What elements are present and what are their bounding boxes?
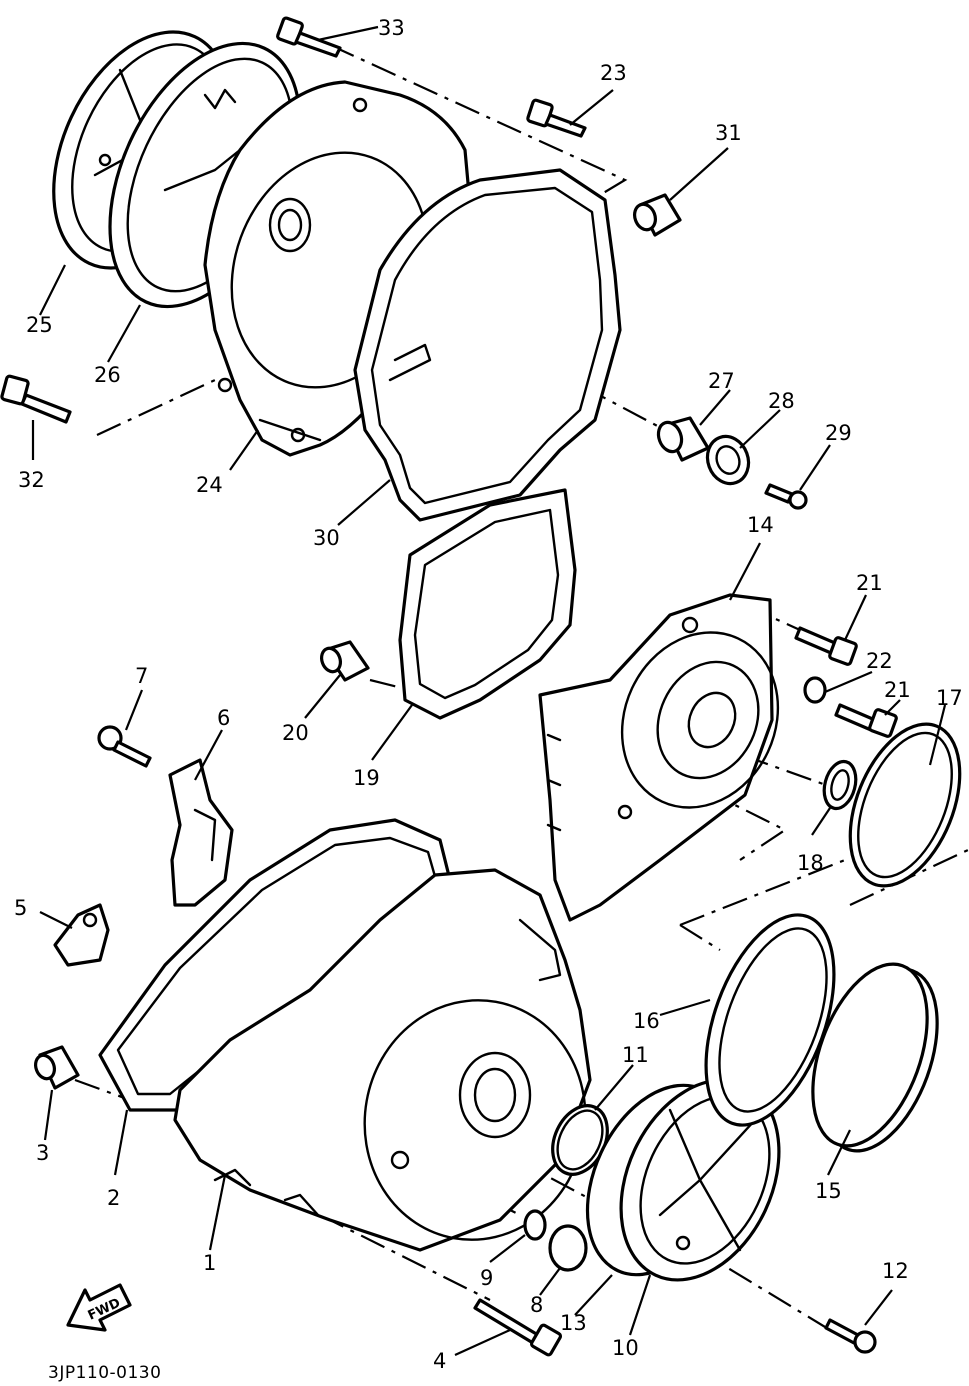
callout-15: 15 bbox=[815, 1179, 842, 1203]
document-code: 3JP110-0130 bbox=[48, 1363, 161, 1383]
part-14-cover bbox=[538, 593, 780, 922]
part-18-oil-seal bbox=[822, 759, 858, 811]
callout-22: 22 bbox=[866, 649, 893, 673]
callout-1: 1 bbox=[203, 1251, 216, 1275]
part-23-bolt bbox=[526, 98, 587, 138]
callout-25: 25 bbox=[26, 313, 53, 337]
part-8-plug bbox=[548, 1224, 588, 1272]
callout-21-lower: 21 bbox=[884, 678, 911, 702]
callout-16: 16 bbox=[633, 1009, 660, 1033]
callout-8: 8 bbox=[530, 1293, 543, 1317]
part-32-bolt bbox=[0, 374, 72, 424]
part-17-circlip bbox=[848, 722, 962, 888]
callout-6: 6 bbox=[217, 706, 230, 730]
part-15-cap bbox=[811, 962, 939, 1153]
callout-19: 19 bbox=[353, 766, 380, 790]
callout-33: 33 bbox=[378, 16, 405, 40]
part-19-gasket bbox=[398, 488, 577, 720]
part-31-dowel bbox=[633, 193, 682, 237]
leader-lines bbox=[31, 25, 947, 1357]
part-30-gasket bbox=[353, 168, 622, 522]
callout-labels: 1 2 3 4 5 6 7 8 9 10 11 12 13 14 15 16 1… bbox=[14, 16, 963, 1373]
callout-12: 12 bbox=[882, 1259, 909, 1283]
callout-24: 24 bbox=[196, 473, 223, 497]
callout-20: 20 bbox=[282, 721, 309, 745]
part-4-bolt bbox=[473, 1298, 563, 1357]
callout-10: 10 bbox=[612, 1336, 639, 1360]
part-29-screw bbox=[764, 483, 808, 510]
callout-5: 5 bbox=[14, 896, 27, 920]
callout-28: 28 bbox=[768, 389, 795, 413]
callout-9: 9 bbox=[480, 1266, 493, 1290]
callout-27: 27 bbox=[708, 369, 735, 393]
part-33-bolt bbox=[276, 16, 342, 58]
fwd-direction-arrow: FWD bbox=[66, 1283, 132, 1332]
callout-32: 32 bbox=[18, 468, 45, 492]
callout-17: 17 bbox=[936, 686, 963, 710]
part-9-o-ring bbox=[523, 1209, 547, 1241]
part-7-bolt bbox=[97, 725, 152, 768]
callout-11: 11 bbox=[622, 1043, 649, 1067]
callout-3: 3 bbox=[36, 1141, 49, 1165]
part-21-bolt-upper bbox=[794, 626, 858, 666]
callout-23: 23 bbox=[600, 61, 627, 85]
callout-7: 7 bbox=[135, 664, 148, 688]
part-20-dowel bbox=[319, 640, 370, 682]
part-12-screw bbox=[824, 1318, 877, 1354]
callout-2: 2 bbox=[107, 1186, 120, 1210]
part-27-collar bbox=[656, 416, 710, 462]
callout-29: 29 bbox=[825, 421, 852, 445]
callout-26: 26 bbox=[94, 363, 121, 387]
callout-21-upper: 21 bbox=[856, 571, 883, 595]
callout-13: 13 bbox=[560, 1311, 587, 1335]
part-22-o-ring bbox=[803, 676, 827, 704]
part-21-bolt-lower bbox=[834, 703, 898, 738]
callout-31: 31 bbox=[715, 121, 742, 145]
callout-18: 18 bbox=[797, 851, 824, 875]
callout-4: 4 bbox=[433, 1349, 446, 1373]
part-6-bracket bbox=[168, 758, 234, 907]
part-5-clamp bbox=[53, 903, 110, 967]
part-3-dowel bbox=[33, 1045, 80, 1090]
part-28-oil-seal bbox=[705, 434, 751, 486]
callout-30: 30 bbox=[313, 526, 340, 550]
callout-14: 14 bbox=[747, 513, 774, 537]
